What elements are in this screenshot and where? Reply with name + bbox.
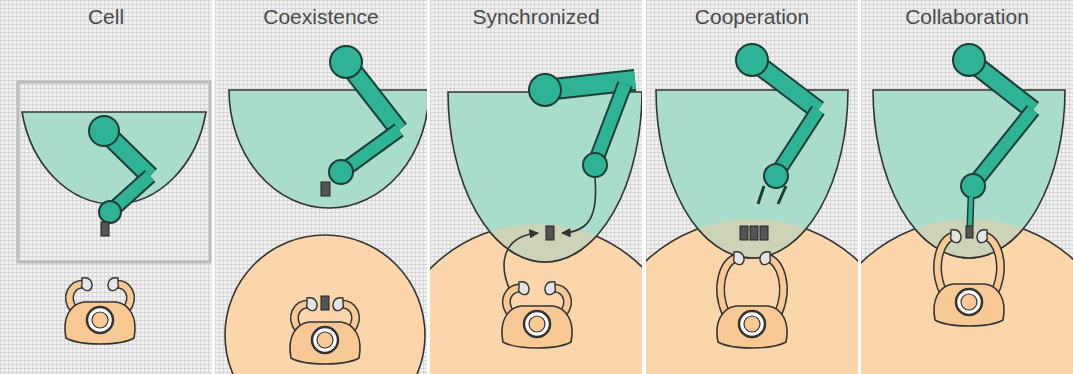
robot-arm (529, 74, 635, 177)
robot-arm (321, 46, 399, 196)
robot-arm (736, 44, 818, 204)
robot-path (562, 178, 596, 233)
workpiece (546, 226, 554, 240)
robot-arm (953, 44, 1033, 226)
robot-zone (22, 112, 206, 204)
workpiece (740, 226, 748, 240)
collaboration-panel (814, 0, 1073, 374)
shared-zone (873, 90, 1065, 258)
human (934, 230, 1004, 326)
human-zone (814, 219, 1073, 374)
workpiece (966, 226, 973, 238)
cell-panel (0, 0, 212, 374)
panel-title: Synchronized (468, 5, 603, 28)
workpiece (750, 226, 758, 240)
cooperation-panel (597, 0, 907, 374)
workpiece (760, 226, 768, 240)
human (502, 282, 572, 348)
shared-zone (656, 90, 848, 258)
workpiece (321, 296, 329, 310)
synchronized-panel (387, 0, 687, 374)
robot-zone (873, 90, 1065, 258)
human-zone (225, 235, 425, 374)
panel-title: Cooperation (691, 5, 813, 28)
human (65, 278, 135, 344)
robot-arm (89, 116, 150, 236)
panel-title: Coexistence (259, 5, 383, 28)
human (717, 252, 787, 348)
fence (18, 82, 210, 262)
panel-title: Collaboration (901, 5, 1033, 28)
coexistence-panel (215, 0, 429, 374)
robot-zone (656, 90, 848, 258)
panel-title: Cell (84, 5, 128, 28)
robot-zone (229, 90, 429, 208)
